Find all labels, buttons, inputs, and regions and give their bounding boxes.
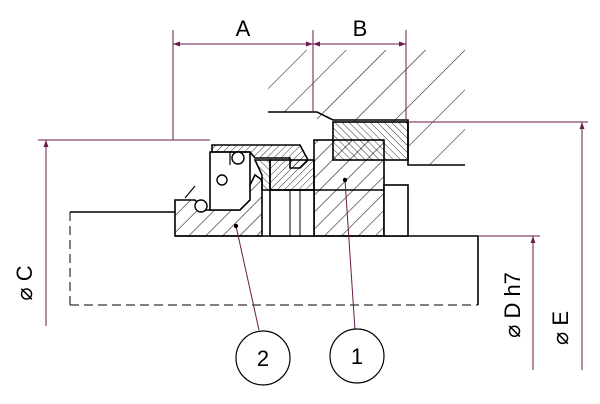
callout-1-number: 1	[351, 344, 363, 369]
dimension-e: ⌀ E	[408, 121, 588, 370]
dimension-a-label: A	[236, 16, 251, 41]
dimension-e-label: ⌀ E	[548, 311, 573, 345]
seal-head-part-2	[174, 144, 315, 237]
callout-2: 2	[233, 223, 291, 386]
dimension-d-label: ⌀ D h7	[500, 272, 525, 338]
dimension-b-label: B	[353, 16, 368, 41]
callout-2-number: 2	[257, 346, 269, 371]
dimension-d: ⌀ D h7	[478, 235, 540, 370]
callout-1: 1	[329, 177, 385, 384]
dimension-c-label: ⌀ C	[12, 265, 37, 300]
housing	[268, 50, 465, 166]
dimension-a-b: A B	[172, 16, 407, 140]
dimension-c: ⌀ C	[12, 139, 210, 326]
